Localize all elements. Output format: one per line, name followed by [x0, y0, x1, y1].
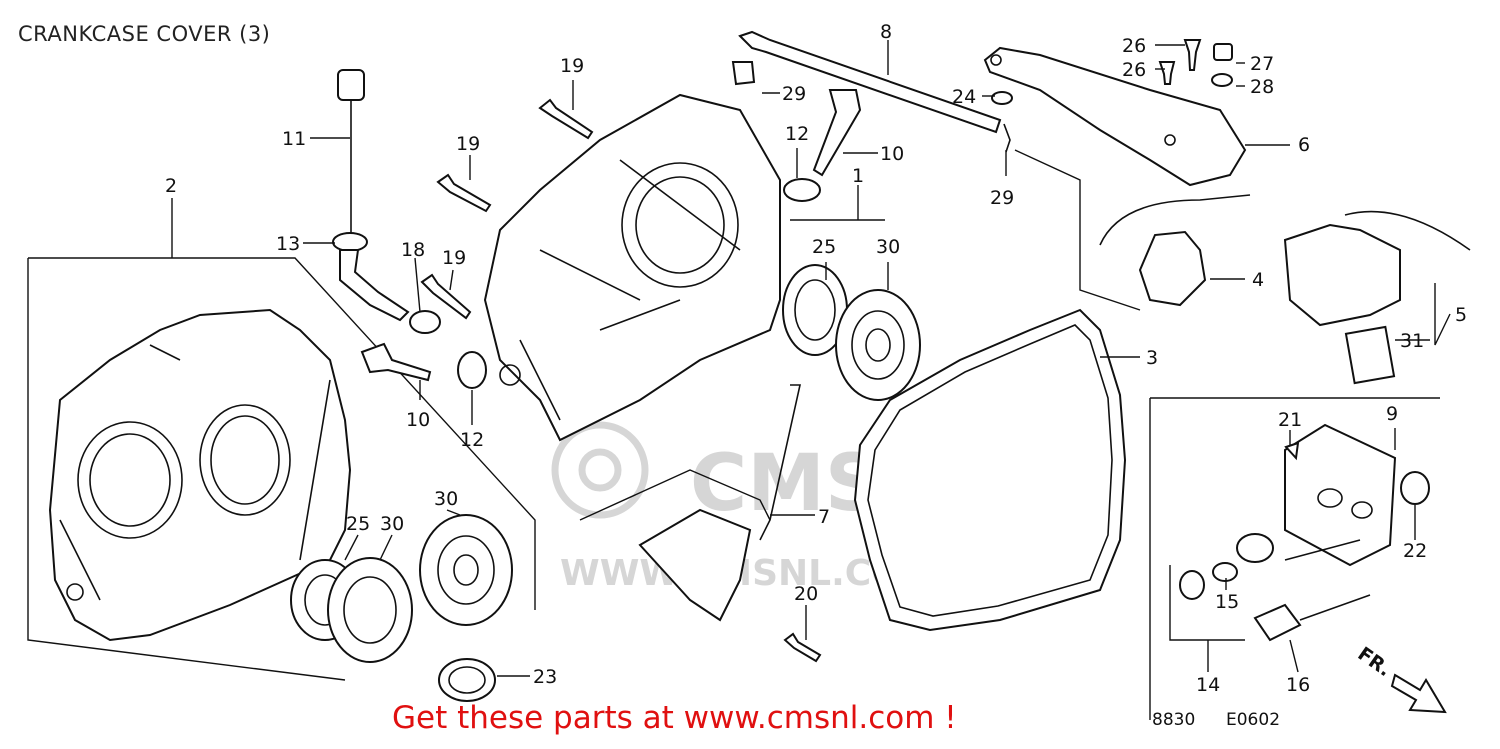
callout-24: 24	[952, 86, 976, 108]
diagram-code-left: 8830	[1152, 710, 1196, 730]
callout-29-upper: 29	[782, 83, 806, 105]
callout-19-middle: 19	[456, 133, 480, 155]
callout-3: 3	[1146, 347, 1158, 369]
callout-23: 23	[533, 666, 557, 688]
group-bracket-left	[27, 257, 536, 681]
callout-2: 2	[165, 175, 177, 197]
small-parts-left	[360, 310, 487, 389]
callout-31: 31	[1400, 330, 1424, 352]
diagram-code-right: E0602	[1226, 710, 1281, 730]
callout-16: 16	[1286, 674, 1310, 696]
callout-13: 13	[276, 233, 300, 255]
callout-10-upper: 10	[880, 143, 904, 165]
callout-19-upper: 19	[560, 55, 584, 77]
callout-1: 1	[852, 165, 864, 187]
callout-26-bottom: 26	[1122, 59, 1146, 81]
callout-27: 27	[1250, 53, 1274, 75]
inset-frame	[1149, 397, 1440, 720]
callout-26-top: 26	[1122, 35, 1146, 57]
hardware-top-right	[991, 39, 1233, 105]
direction-label: FR.	[1354, 643, 1395, 681]
callout-18: 18	[401, 239, 425, 261]
callout-labels: 2 11 13 18 19 19 19 10 12 8 29 12 10 1 2…	[165, 21, 1467, 696]
callout-12-upper: 12	[785, 123, 809, 145]
oil-alert-unit	[1099, 194, 1471, 385]
front-direction-arrow: FR.	[1354, 643, 1447, 714]
breather-tube	[731, 30, 1011, 153]
callout-28: 28	[1250, 76, 1274, 98]
callout-20: 20	[794, 583, 818, 605]
crankcase-cover-left	[48, 308, 352, 642]
callout-12-left: 12	[460, 429, 484, 451]
callout-7: 7	[818, 506, 830, 528]
oil-guide	[638, 384, 822, 663]
guide-bracket	[579, 469, 771, 521]
small-parts-upper	[783, 89, 862, 202]
dipstick-assembly	[332, 69, 410, 322]
callout-5: 5	[1455, 304, 1467, 326]
gasket	[853, 308, 1127, 632]
callout-15: 15	[1215, 591, 1239, 613]
bearings-upper	[782, 264, 921, 401]
callout-30-lower-right: 30	[434, 488, 458, 510]
bearings-lower	[290, 514, 513, 702]
callout-8: 8	[880, 21, 892, 43]
callout-25-lower: 25	[346, 513, 370, 535]
callout-4: 4	[1252, 269, 1264, 291]
callout-14: 14	[1196, 674, 1220, 696]
crankcase-cover-main	[483, 93, 781, 442]
callout-6: 6	[1298, 134, 1310, 156]
page-title: CRANKCASE COVER (3)	[18, 22, 271, 46]
bolt-19	[420, 98, 594, 320]
callout-9: 9	[1386, 403, 1398, 425]
callout-29-right: 29	[990, 187, 1014, 209]
callout-30-upper: 30	[876, 236, 900, 258]
callout-10-left: 10	[406, 409, 430, 431]
promo-banner: Get these parts at www.cmsnl.com !	[392, 700, 957, 736]
inset-parts	[1179, 423, 1430, 642]
callout-22: 22	[1403, 540, 1427, 562]
leader-lines	[171, 40, 1451, 677]
callout-30-lower-left: 30	[380, 513, 404, 535]
callout-11: 11	[282, 128, 306, 150]
callout-25-upper: 25	[812, 236, 836, 258]
mounting-bracket	[983, 46, 1247, 187]
callout-21: 21	[1278, 409, 1302, 431]
callout-19-lower: 19	[442, 247, 466, 269]
